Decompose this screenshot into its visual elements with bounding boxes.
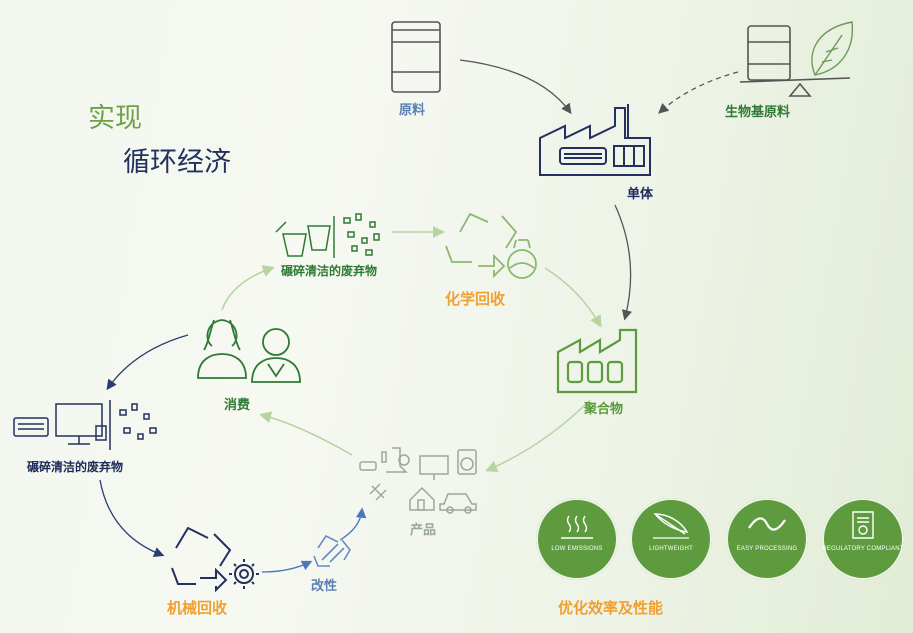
benefits-title: 优化效率及性能	[558, 599, 664, 617]
modification-icon	[313, 534, 351, 567]
consumers-icon	[197, 319, 301, 383]
feather-icon	[653, 513, 689, 539]
label-crushed-waste-top: 碾碎清洁的废弃物	[281, 264, 378, 278]
polymer-factory-icon	[556, 328, 638, 394]
chemical-recycling-icon	[445, 212, 537, 279]
badge-regulatory-compliant: REGULATORY COMPLIANT	[822, 498, 904, 580]
title-line-1: 实现	[88, 103, 142, 134]
label-mechanical-recycling: 机械回收	[167, 599, 228, 617]
badge-lightweight: LIGHTWEIGHT	[630, 498, 712, 580]
label-crushed-waste-left: 碾碎清洁的废弃物	[27, 460, 124, 474]
leaf-icon	[811, 21, 854, 76]
arrow-consumption-to-waste	[221, 265, 275, 311]
arrow-polymer-to-products	[485, 399, 591, 472]
computer-waste-icon	[13, 400, 157, 450]
label-raw-material: 原料	[399, 103, 426, 118]
badge-regulatory-compliant-label: REGULATORY COMPLIANT	[822, 546, 904, 552]
heat-waves-icon	[561, 515, 593, 539]
label-consumption: 消费	[224, 398, 251, 413]
badge-lightweight-label: LIGHTWEIGHT	[649, 546, 693, 552]
arrow-products-to-consumption	[259, 411, 353, 456]
badge-easy-processing: EASY PROCESSING	[726, 498, 808, 580]
label-polymer: 聚合物	[584, 402, 624, 417]
crushed-waste-icon	[275, 213, 380, 258]
badge-low-emissions: LOW EMISSIONS	[536, 498, 618, 580]
barrel-icon	[391, 21, 441, 93]
label-chemical-recycling: 化学回收	[445, 290, 506, 308]
label-monomer: 单体	[627, 187, 654, 202]
mechanical-recycling-icon	[171, 526, 259, 593]
arrow-modification-to-products	[339, 507, 367, 541]
title-line-2: 循环经济	[123, 147, 231, 178]
label-products: 产品	[410, 523, 437, 538]
badge-easy-processing-label: EASY PROCESSING	[736, 546, 798, 552]
arrow-waste-to-mechanical	[99, 479, 165, 558]
arrow-raw-to-monomer	[459, 59, 572, 115]
arrow-mechanical-to-modification	[261, 560, 313, 573]
wave-icon	[748, 517, 786, 531]
certificate-icon	[852, 511, 874, 539]
arrow-chemical-to-polymer	[544, 267, 602, 328]
arrow-monomer-to-polymer	[614, 204, 632, 321]
arrow-consumption-to-waste-left	[106, 334, 189, 391]
arrow-bio-to-monomer	[658, 71, 739, 114]
products-icon	[359, 447, 477, 514]
label-bio-raw-material: 生物基原料	[725, 105, 791, 120]
badge-low-emissions-label: LOW EMISSIONS	[551, 546, 603, 552]
bio-barrel-icon	[739, 25, 851, 97]
label-modification: 改性	[311, 579, 338, 594]
factory-icon	[539, 104, 651, 176]
